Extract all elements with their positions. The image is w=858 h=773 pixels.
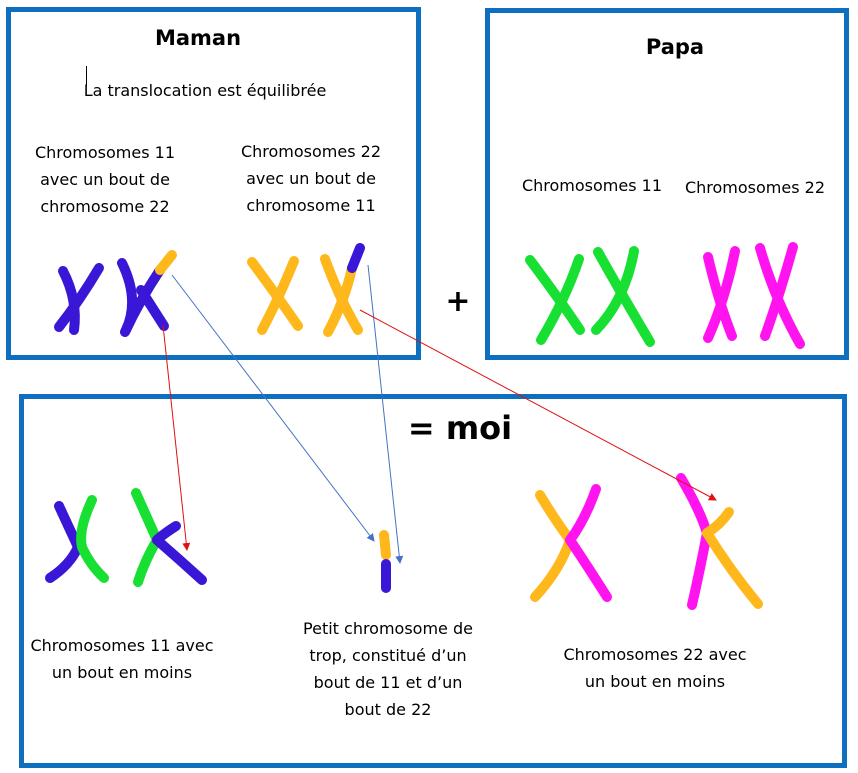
maman-chr22-translocated [320, 243, 365, 337]
text-cursor [86, 66, 87, 86]
maman-chr11-translocated [117, 250, 177, 337]
moi-chr11-deleted [131, 488, 207, 587]
maman-panel [6, 7, 421, 360]
papa-label-chr22: Chromosomes 22 [684, 178, 826, 197]
moi-chr11-a [45, 495, 109, 583]
arrow-chr22-to-moi [359, 309, 717, 501]
arrow-chr11-to-moi [162, 324, 191, 551]
plus-sign: + [445, 284, 471, 319]
papa-title: Papa [645, 35, 705, 59]
maman-title: Maman [154, 26, 242, 50]
moi-extra-chromosome [379, 530, 391, 593]
maman-chr22-normal [247, 256, 303, 335]
maman-chr11-normal [54, 263, 104, 335]
maman-note: La translocation est équilibrée [83, 81, 327, 100]
arrow-chr22-piece-to-extra [171, 274, 375, 542]
moi-chr22-a [530, 484, 612, 602]
papa-panel [485, 8, 849, 360]
papa-chr11-pair [525, 246, 655, 347]
moi-panel [19, 394, 847, 768]
moi-chr22-deleted [676, 473, 763, 610]
arrow-chr11-piece-to-extra [367, 264, 404, 564]
papa-chr22-pair [703, 242, 805, 349]
moi-title: = moi [407, 409, 513, 447]
papa-label-chr11: Chromosomes 11 [521, 176, 663, 195]
